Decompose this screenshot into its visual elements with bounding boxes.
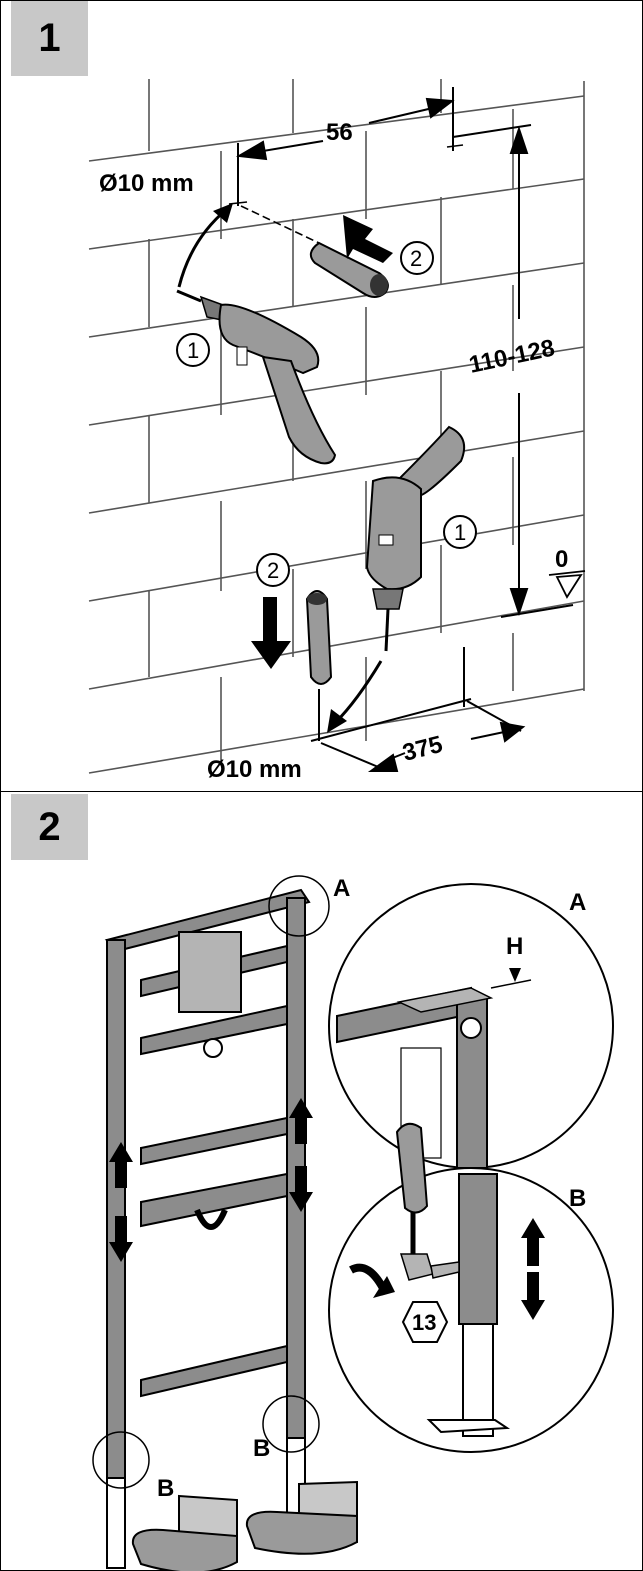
arrowhead-drill-top [213,203,233,223]
arrowhead-drill-bottom [327,709,347,733]
step-1-badge: 1 [11,1,88,76]
arrow-plug-top [343,215,393,263]
dimension-vertical [452,124,574,618]
plug-top [309,241,389,298]
arrow-drill-top [177,207,228,288]
detail-b-marker-left [92,1431,150,1489]
height-marker-label: H [506,933,523,960]
level-zero-label: 0 [555,546,568,573]
detail-a-label: A [333,875,350,902]
arrow-drill-bottom [333,660,383,725]
dimension-56 [235,87,455,206]
hole-top-label: Ø10 mm [99,170,194,197]
drilling-illustration: 56 110-128 0 Ø10 mm [88,79,586,783]
drill-top [176,289,337,465]
plug-bottom [305,590,333,685]
dimension-vertical-label: 110-128 [467,334,557,378]
detail-a-circle-label: A [569,889,586,916]
detail-b-label-right: B [253,1435,270,1462]
dimension-375-label: 375 [400,731,445,767]
dimension-56-label: 56 [326,119,353,146]
drill-bottom [365,425,465,652]
tile-wall [88,79,585,774]
hole-bottom-label: Ø10 mm [207,756,302,783]
installation-frame [104,888,311,1569]
detail-b-marker-right [262,1395,320,1453]
step-2-panel: 2 [1,791,642,1571]
callout-plug-top-text: 2 [410,246,422,271]
detail-b-label-left: B [157,1475,174,1502]
level-zero-mark [548,570,586,599]
boots [131,1480,358,1571]
callout-plug-top [400,241,434,275]
callout-drill-bottom-text: 1 [454,520,466,545]
detail-b-circle-label: B [569,1185,586,1212]
callout-plug-bottom-text: 2 [267,558,279,583]
callout-drill-top-text: 1 [187,338,199,363]
detail-b-zoom [328,1122,614,1453]
callout-drill-top [176,333,210,367]
height-adjust-arrows [109,1098,313,1262]
step-2-badge: 2 [11,794,88,860]
wrench-size-label: 13 [412,1310,436,1335]
detail-a-zoom [328,883,614,1169]
dimension-375 [310,647,526,772]
detail-a-marker [268,875,330,937]
frame-illustration: A B B A H [92,875,614,1571]
arrow-plug-bottom [251,597,291,669]
callout-drill-bottom [443,515,477,549]
callout-plug-bottom [256,553,290,587]
step-1-panel: 1 [1,1,642,791]
